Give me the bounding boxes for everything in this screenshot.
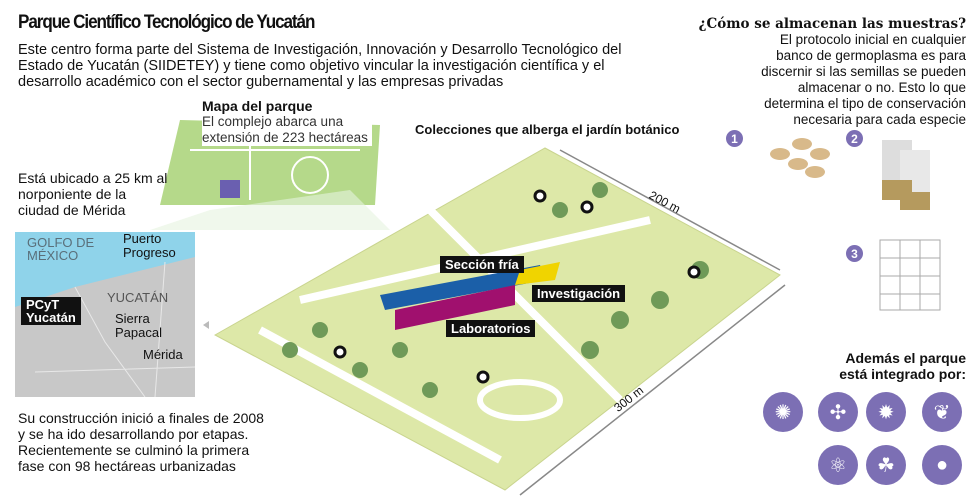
seeds-icon [770, 138, 830, 178]
intro-text: Este centro forma parte del Sistema de I… [18, 42, 622, 90]
wind-turbine-icon: ✣ [818, 392, 858, 432]
location-text: Está ubicado a 25 km al norponiente de l… [18, 170, 168, 218]
molecule-icon: ⚛ [818, 445, 858, 485]
integrated-heading: Además el parque está integrado por: [839, 350, 966, 382]
merida-label: Mérida [143, 347, 183, 362]
garden-heading: Colecciones que alberga el jardín botáni… [415, 122, 680, 137]
cold-section-label: Sección fría [440, 256, 524, 273]
sierra-label: Sierra Papacal [115, 311, 162, 340]
construction-text: Su construcción inició a finales de 2008… [18, 410, 264, 474]
step-1-badge: 1 [726, 130, 743, 147]
park-map-heading: Mapa del parque [202, 98, 313, 114]
step-2-badge: 2 [846, 130, 863, 147]
gulf-label: GOLFO DE MÉXICO [27, 235, 95, 263]
step-3-badge: 3 [846, 245, 863, 262]
storage-illustrations [770, 138, 941, 311]
microorganism-icon: ✺ [763, 392, 803, 432]
storage-text: El protocolo inicial en cualquier banco … [761, 32, 966, 127]
research-label: Investigación [532, 285, 626, 302]
labs-label: Laboratorios [446, 320, 536, 337]
storage-section: ¿Cómo se almacenan las muestras? El prot… [696, 16, 966, 128]
virus-icon: ✹ [866, 392, 906, 432]
park-map-text: El complejo abarca una extensión de 223 … [202, 114, 368, 145]
park-map-caption: Mapa del parque El complejo abarca una e… [202, 98, 372, 146]
pcyt-label: PCyT Yucatán [21, 297, 81, 325]
palm-island-icon: ☘ [866, 445, 906, 485]
location-map: GOLFO DE MÉXICO Puerto Progreso YUCATÁN … [15, 232, 195, 397]
state-label: YUCATÁN [107, 290, 169, 305]
seed-jars-icon [882, 140, 930, 210]
storage-heading: ¿Cómo se almacenan las muestras? [698, 16, 966, 32]
chili-pepper-icon: ❦ [922, 392, 962, 432]
page-title: Parque Científico Tecnológico de Yucatán [18, 12, 315, 33]
storage-rack-icon [879, 239, 941, 311]
apple-icon: ● [922, 445, 962, 485]
port-label: Puerto Progreso [123, 232, 176, 260]
